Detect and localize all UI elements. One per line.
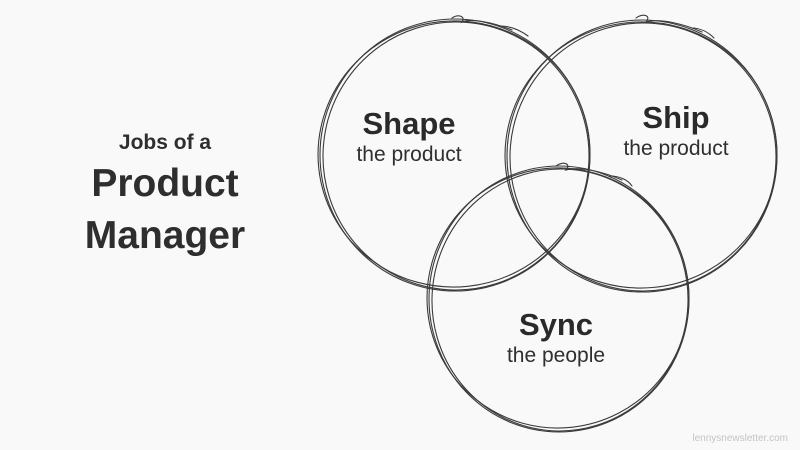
shape-circle (317, 15, 591, 292)
shape-subtitle: the product (356, 143, 462, 166)
sync-subtitle: the people (506, 344, 606, 367)
ship-title: Ship (642, 100, 710, 135)
title-line-product: Product (91, 162, 239, 205)
footer-credit: lennysnewsletter.com (692, 433, 788, 444)
title-line-manager: Manager (84, 214, 246, 257)
sync-title: Sync (518, 307, 594, 342)
ship-circle (504, 14, 778, 293)
sync-circle (426, 162, 690, 433)
shape-label: Shape the product (309, 106, 509, 168)
ship-subtitle: the product (623, 137, 729, 160)
sync-label: Sync the people (456, 307, 656, 369)
ship-label: Ship the product (576, 100, 776, 162)
title-line-small: Jobs of a (118, 131, 212, 154)
diagram-title: Jobs of a Product Manager (60, 128, 270, 262)
shape-title: Shape (362, 106, 456, 141)
